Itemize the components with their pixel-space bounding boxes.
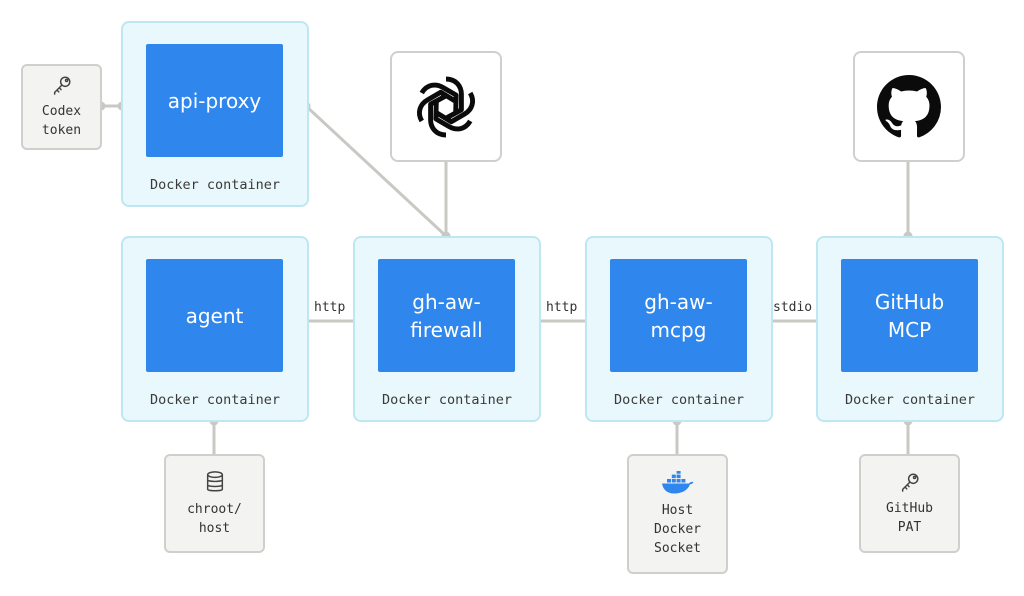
mcpg-title: gh-aw- mcpg xyxy=(610,259,747,372)
mcpg-container: gh-aw- mcpg Docker container xyxy=(585,236,773,422)
openai-logo-box xyxy=(390,51,502,162)
agent-container: agent Docker container xyxy=(121,236,309,422)
api-proxy-container: api-proxy Docker container xyxy=(121,21,309,207)
connection-label-stdio: stdio xyxy=(773,300,813,315)
github-mcp-title: GitHub MCP xyxy=(841,259,978,372)
mcpg-caption: Docker container xyxy=(613,392,745,408)
codex-token-label: Codex token xyxy=(41,104,82,138)
key-icon xyxy=(53,76,71,95)
api-proxy-caption: Docker container xyxy=(149,177,281,193)
connection-label-http-firewall-mcpg: http xyxy=(546,300,578,315)
codex-token-box: Codex token xyxy=(21,64,102,150)
agent-title: agent xyxy=(146,259,283,372)
github-mcp-caption: Docker container xyxy=(844,392,976,408)
host-docker-socket-label: Host Docker Socket xyxy=(654,502,701,556)
database-icon xyxy=(206,470,223,491)
firewall-caption: Docker container xyxy=(381,392,513,408)
github-pat-box: GitHub PAT xyxy=(859,454,960,553)
connection-label-http-agent-firewall: http xyxy=(314,300,346,315)
wire-api-proxy-to-firewall xyxy=(304,104,448,238)
github-logo-box xyxy=(853,51,965,162)
chroot-host-box: chroot/ host xyxy=(164,454,265,553)
github-mcp-container: GitHub MCP Docker container xyxy=(816,236,1004,422)
firewall-container: gh-aw- firewall Docker container xyxy=(353,236,541,422)
agent-caption: Docker container xyxy=(149,392,281,408)
api-proxy-title: api-proxy xyxy=(146,44,283,157)
host-docker-socket-box: Host Docker Socket xyxy=(627,454,728,574)
github-pat-label: GitHub PAT xyxy=(886,500,933,535)
key-icon xyxy=(901,472,919,492)
chroot-host-label: chroot/ host xyxy=(187,501,242,536)
docker-whale-icon xyxy=(661,470,693,493)
firewall-title: gh-aw- firewall xyxy=(378,259,515,372)
openai-logo-icon xyxy=(417,76,475,137)
github-logo-icon xyxy=(877,74,941,137)
